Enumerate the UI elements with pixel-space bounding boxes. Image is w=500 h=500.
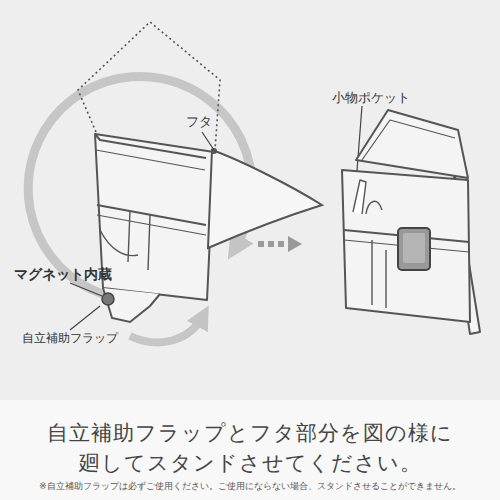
lid-hinge-dot xyxy=(211,148,217,154)
standing-organizer xyxy=(342,110,480,334)
lid xyxy=(208,150,322,248)
background-panel xyxy=(0,0,500,400)
part-label: フタ xyxy=(186,114,212,130)
transition-arrow xyxy=(258,236,302,252)
part-label: 小物ポケット xyxy=(332,90,410,106)
organizer-body xyxy=(95,134,214,300)
lid-original-outline xyxy=(78,22,220,150)
flap-rotation-arrow xyxy=(130,316,203,342)
part-label: 自立補助フラップ xyxy=(22,332,118,346)
leader-line xyxy=(70,306,100,330)
caption-text: 自立補助フラップとフタ部分を図の様に 廻してスタンドさせてください。 xyxy=(40,418,460,479)
note-text: ※自立補助フラップは必ずご使用ください。ご使用にならない場合、スタンドさせること… xyxy=(39,480,461,491)
magnet xyxy=(102,293,114,305)
leader-line xyxy=(70,283,102,296)
leader-line xyxy=(202,132,214,150)
part-label: マグネット内蔵 xyxy=(14,266,112,283)
support-flap xyxy=(103,288,160,322)
